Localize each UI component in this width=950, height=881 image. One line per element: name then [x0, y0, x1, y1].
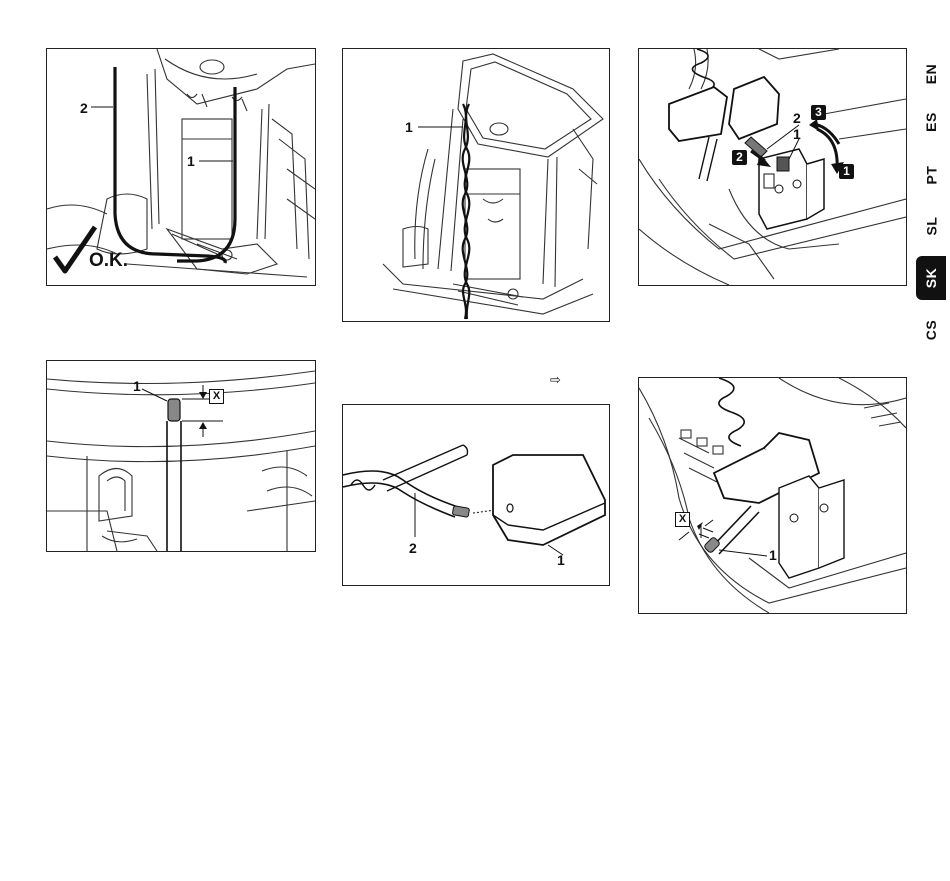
- callout-1: 1: [133, 379, 141, 393]
- callout-1: 1: [769, 548, 777, 562]
- figure-4-wire-length: 1 X: [46, 360, 316, 552]
- lang-tab-es[interactable]: ES: [916, 100, 946, 144]
- reference-arrow-icon: ⇨: [550, 374, 561, 387]
- callout-2: 2: [793, 111, 801, 125]
- callout-1: 1: [793, 127, 801, 141]
- figure-3-connector-clip: 2 1 3 2 1: [638, 48, 907, 286]
- figure-3-illustration: [639, 49, 906, 285]
- figure-2-twisted-cable: 1: [342, 48, 610, 322]
- step-3-marker: 3: [811, 105, 826, 120]
- figure-5-cap-and-wire: 2 1: [342, 404, 610, 586]
- dimension-x-box: X: [209, 389, 224, 404]
- figure-5-illustration: [343, 405, 609, 585]
- callout-2: 2: [80, 101, 88, 115]
- ok-label: O.K.: [89, 251, 128, 270]
- lang-tab-pt[interactable]: PT: [916, 153, 946, 197]
- callout-1: 1: [187, 154, 195, 168]
- callout-1: 1: [405, 120, 413, 134]
- step-1-marker: 1: [839, 164, 854, 179]
- figure-6-plug-insertion: 1 X: [638, 377, 907, 614]
- lang-tab-sk[interactable]: SK: [916, 256, 946, 300]
- callout-1: 1: [557, 553, 565, 567]
- lang-tab-en[interactable]: EN: [916, 52, 946, 96]
- figure-4-illustration: [47, 361, 315, 551]
- figure-2-illustration: [343, 49, 609, 321]
- step-2-marker: 2: [732, 150, 747, 165]
- lang-tab-cs[interactable]: CS: [916, 308, 946, 352]
- figure-1-illustration: [47, 49, 315, 285]
- dimension-x-box: X: [675, 512, 690, 527]
- figure-1-cable-routing: 2 1 O.K.: [46, 48, 316, 286]
- figure-6-illustration: [639, 378, 906, 613]
- lang-tab-sl[interactable]: SL: [916, 204, 946, 248]
- callout-2: 2: [409, 541, 417, 555]
